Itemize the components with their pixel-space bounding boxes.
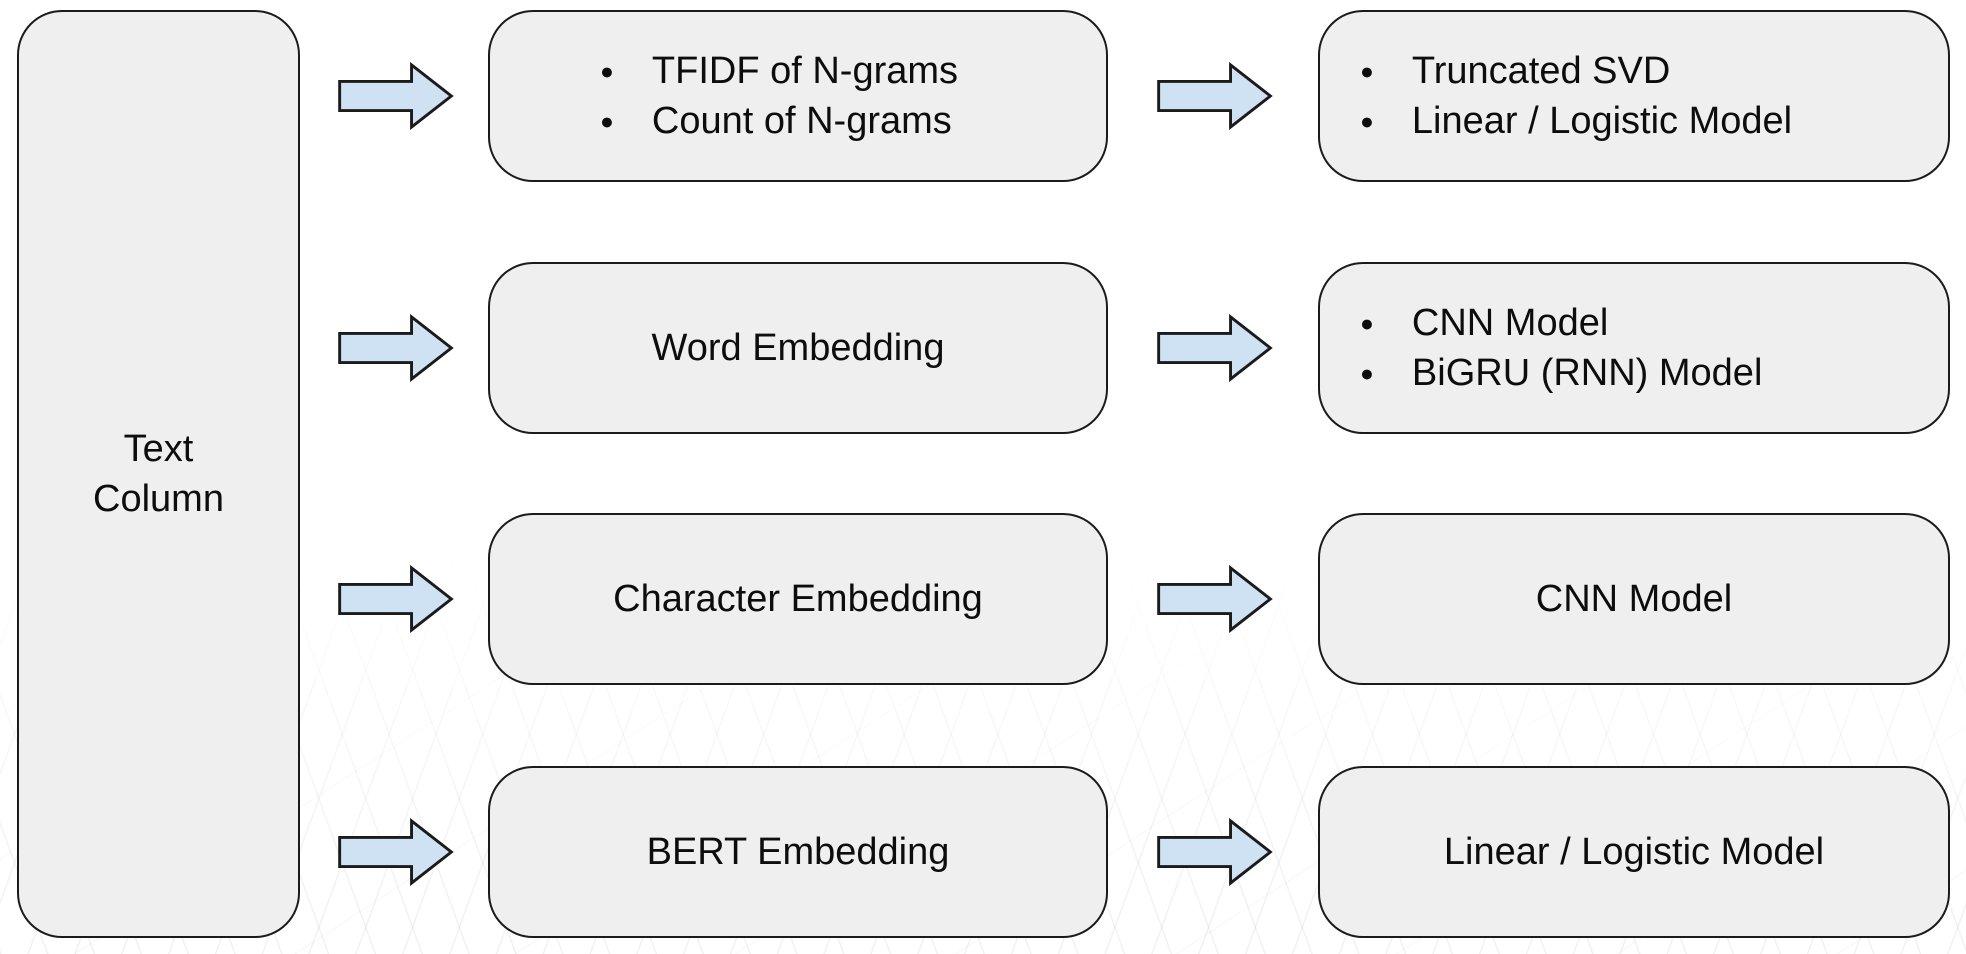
model-list: Truncated SVD Linear / Logistic Model	[1320, 46, 1792, 146]
model-box-row4: Linear / Logistic Model	[1318, 766, 1950, 938]
arrow-right-shape	[338, 818, 454, 886]
list-item: Linear / Logistic Model	[1360, 96, 1792, 146]
arrow-right-icon	[1157, 314, 1273, 382]
arrow-right-icon	[338, 62, 454, 130]
model-label: CNN Model	[1535, 577, 1733, 620]
arrow-right-icon	[1157, 62, 1273, 130]
feature-label: Word Embedding	[651, 326, 945, 369]
list-item: Count of N-grams	[600, 96, 958, 146]
arrow-right-icon	[1157, 565, 1273, 633]
model-box-row1: Truncated SVD Linear / Logistic Model	[1318, 10, 1950, 182]
text-column-box: Text Column	[17, 10, 300, 938]
text-column-label: Text Column	[93, 427, 224, 520]
model-box-row2: CNN Model BiGRU (RNN) Model	[1318, 262, 1950, 434]
feature-box-row4: BERT Embedding	[488, 766, 1108, 938]
model-box-row3: CNN Model	[1318, 513, 1950, 685]
list-item: Truncated SVD	[1360, 46, 1792, 96]
feature-box-row2: Word Embedding	[488, 262, 1108, 434]
arrow-right-shape	[338, 565, 454, 633]
list-item: BiGRU (RNN) Model	[1360, 348, 1762, 398]
arrow-right-icon	[338, 565, 454, 633]
arrow-right-shape	[338, 314, 454, 382]
arrow-right-icon	[338, 314, 454, 382]
list-item: CNN Model	[1360, 298, 1762, 348]
model-list: CNN Model BiGRU (RNN) Model	[1320, 298, 1762, 398]
arrow-right-shape	[1157, 62, 1273, 130]
arrow-right-shape	[338, 62, 454, 130]
arrow-right-shape	[1157, 818, 1273, 886]
arrow-right-icon	[338, 818, 454, 886]
arrow-right-shape	[1157, 565, 1273, 633]
list-item: TFIDF of N-grams	[600, 46, 958, 96]
feature-box-row1: TFIDF of N-grams Count of N-grams	[488, 10, 1108, 182]
feature-label: BERT Embedding	[646, 830, 950, 873]
model-label: Linear / Logistic Model	[1443, 830, 1825, 873]
arrow-right-shape	[1157, 314, 1273, 382]
feature-label: Character Embedding	[613, 577, 983, 620]
feature-box-row3: Character Embedding	[488, 513, 1108, 685]
arrow-right-icon	[1157, 818, 1273, 886]
feature-list: TFIDF of N-grams Count of N-grams	[490, 46, 958, 146]
